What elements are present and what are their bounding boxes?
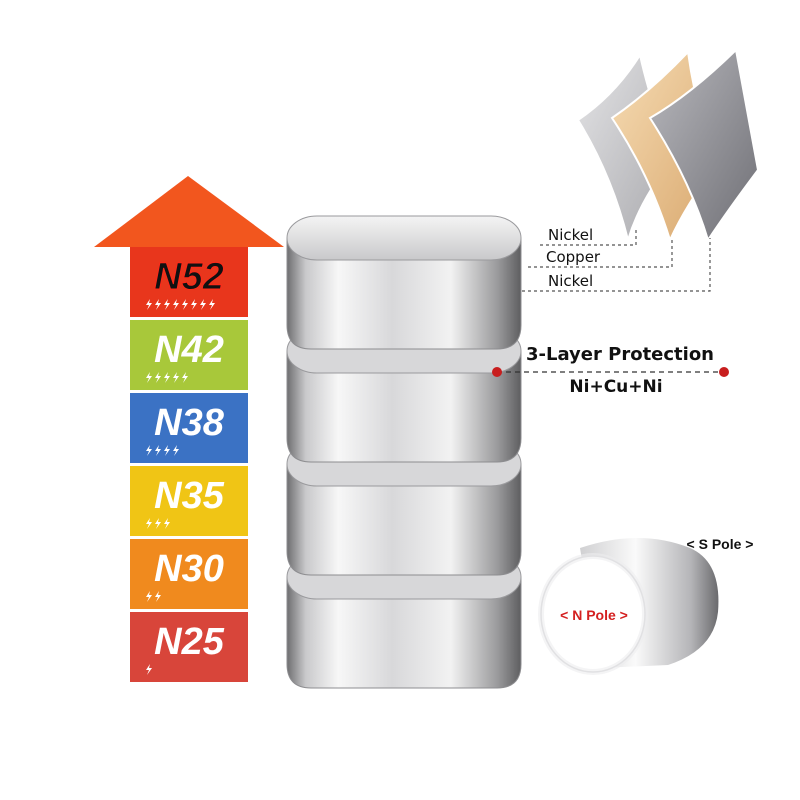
layer-label-nickel-top: Nickel (540, 226, 637, 246)
nickel-sheet-outer (648, 47, 760, 243)
protection-title: 3-Layer Protection (526, 344, 714, 365)
grade-label: N42 (154, 329, 224, 371)
bolt-icon (146, 518, 152, 529)
coating-labels: Nickel Copper Nickel (522, 226, 711, 292)
grade-label: N30 (154, 548, 224, 590)
bolt-icon (155, 591, 161, 602)
bolt-icon (173, 372, 179, 383)
bolt-icon (164, 372, 170, 383)
grade-n42: N42 (130, 320, 248, 390)
grade-label: N52 (154, 256, 224, 298)
layer-label-nickel-bottom: Nickel (522, 238, 711, 292)
bolt-icon (146, 664, 152, 675)
bolt-icon (155, 372, 161, 383)
bolt-icon (146, 445, 152, 456)
bolt-icon (164, 445, 170, 456)
bolt-icon (191, 299, 197, 310)
bolt-icon (182, 372, 188, 383)
strength-bolts (146, 445, 179, 456)
strength-bolts (146, 664, 152, 675)
strength-bolts (146, 518, 170, 529)
protection-marker-dot (719, 367, 729, 377)
bolt-icon (164, 299, 170, 310)
grade-label: N38 (154, 402, 225, 444)
bolt-icon (182, 299, 188, 310)
magnet-disc (286, 215, 522, 350)
protection-callout: 3-Layer Protection Ni+Cu+Ni (492, 344, 729, 397)
strength-arrow-head (94, 176, 284, 247)
bolt-icon (146, 299, 152, 310)
single-magnet: < N Pole > < S Pole > (538, 536, 754, 675)
grade-n30: N30 (130, 539, 248, 609)
coating-layers-illustration (576, 47, 760, 244)
bolt-icon (155, 518, 161, 529)
bolt-icon (173, 299, 179, 310)
bolt-icon (200, 299, 206, 310)
protection-marker-dot (492, 367, 502, 377)
grade-n35: N35 (130, 466, 248, 536)
layer-label-text: Copper (546, 248, 601, 266)
layer-label-text: Nickel (548, 226, 593, 244)
strength-bolts (146, 591, 161, 602)
protection-formula: Ni+Cu+Ni (569, 377, 662, 397)
bolt-icon (155, 299, 161, 310)
bolt-icon (173, 445, 179, 456)
grade-n52: N52 (130, 247, 248, 317)
n-pole-label: < N Pole > (560, 607, 628, 623)
bolt-icon (209, 299, 215, 310)
layer-label-copper: Copper (528, 238, 673, 268)
grade-n38: N38 (130, 393, 248, 463)
strength-bolts (146, 372, 188, 383)
strength-bolts (146, 299, 215, 310)
grade-n25: N25 (130, 612, 248, 682)
s-pole-label: < S Pole > (687, 536, 754, 552)
bolt-icon (146, 591, 152, 602)
bolt-icon (155, 445, 161, 456)
grade-label: N35 (154, 475, 225, 517)
bolt-icon (164, 518, 170, 529)
grade-label: N25 (154, 621, 225, 663)
layer-label-text: Nickel (548, 272, 593, 290)
magnet-stack (286, 215, 522, 689)
bolt-icon (146, 372, 152, 383)
